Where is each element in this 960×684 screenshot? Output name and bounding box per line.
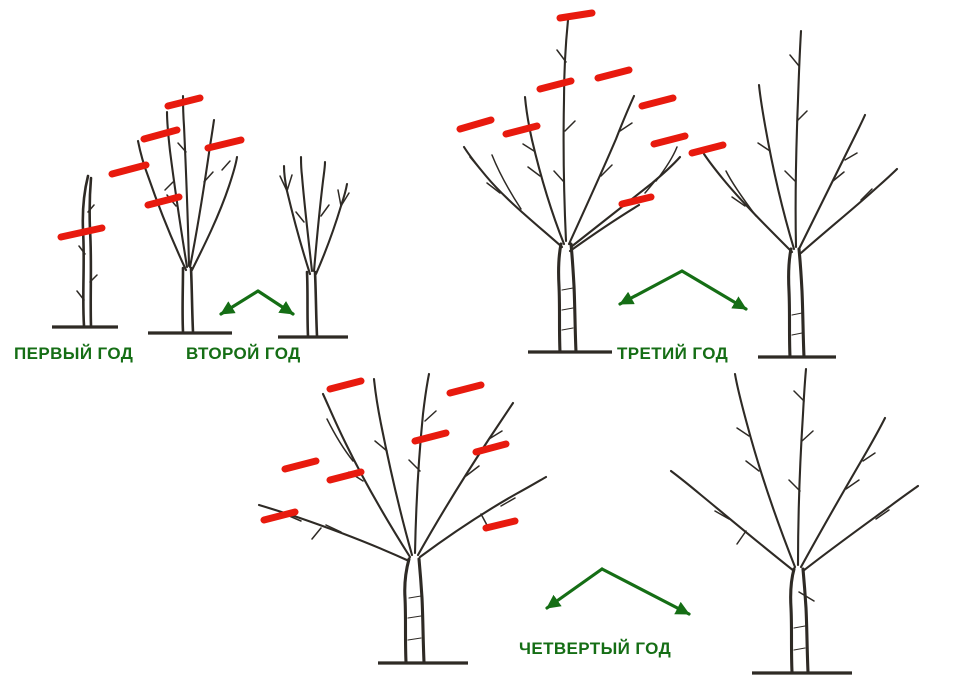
twigs: [714, 390, 890, 602]
trunk: [305, 270, 319, 338]
arrow-fourth-year-right: [600, 567, 691, 616]
pruning-mark: [688, 141, 727, 157]
trunk: [81, 174, 93, 328]
tree-second-year-unpruned: [108, 94, 245, 334]
trunk: [557, 242, 578, 354]
twigs: [286, 410, 516, 540]
tree-fourth-year-pruned: [669, 367, 920, 674]
branches: [257, 372, 548, 563]
trunk: [403, 557, 426, 664]
tree-third-year-unpruned: [456, 9, 689, 354]
arrows-second-year: [219, 289, 295, 316]
twigs: [76, 204, 98, 301]
arrow-fourth-year-left: [545, 567, 604, 610]
twigs: [469, 49, 678, 210]
tree-fourth-year-unpruned: [257, 372, 548, 664]
pruning-mark: [57, 224, 106, 241]
pruning-marks: [260, 377, 519, 532]
pruning-marks: [456, 9, 689, 208]
tree-first-year: [57, 174, 106, 328]
arrows-third-year: [618, 269, 748, 311]
bark-texture: [561, 287, 574, 331]
ground-lines: [52, 325, 852, 675]
tree-second-year-pruned: [279, 155, 350, 338]
branches: [282, 155, 349, 276]
bark-texture: [791, 312, 803, 336]
arrow-second-year-left: [219, 289, 260, 316]
label-second-year: ВТОРОЙ ГОД: [186, 344, 301, 363]
label-first-year: ПЕРВЫЙ ГОД: [14, 344, 134, 363]
pruning-marks: [108, 94, 245, 209]
bark-texture: [407, 595, 422, 641]
arrow-second-year-right: [256, 289, 295, 316]
branches: [702, 29, 899, 255]
twigs: [279, 174, 350, 223]
twigs: [725, 54, 873, 217]
label-third-year: ТРЕТИЙ ГОД: [617, 344, 729, 363]
label-fourth-year: ЧЕТВЕРТЫЙ ГОД: [519, 639, 672, 658]
trunk: [789, 567, 810, 674]
branches: [669, 367, 920, 573]
tree-third-year-pruned: [688, 29, 899, 359]
branches: [136, 94, 239, 272]
arrow-third-year-left: [618, 269, 684, 306]
trunk: [787, 247, 806, 359]
arrow-third-year-right: [680, 269, 748, 311]
trunk: [181, 266, 195, 334]
bark-texture: [793, 625, 806, 651]
arrows-fourth-year: [545, 567, 691, 616]
branches: [462, 18, 682, 253]
